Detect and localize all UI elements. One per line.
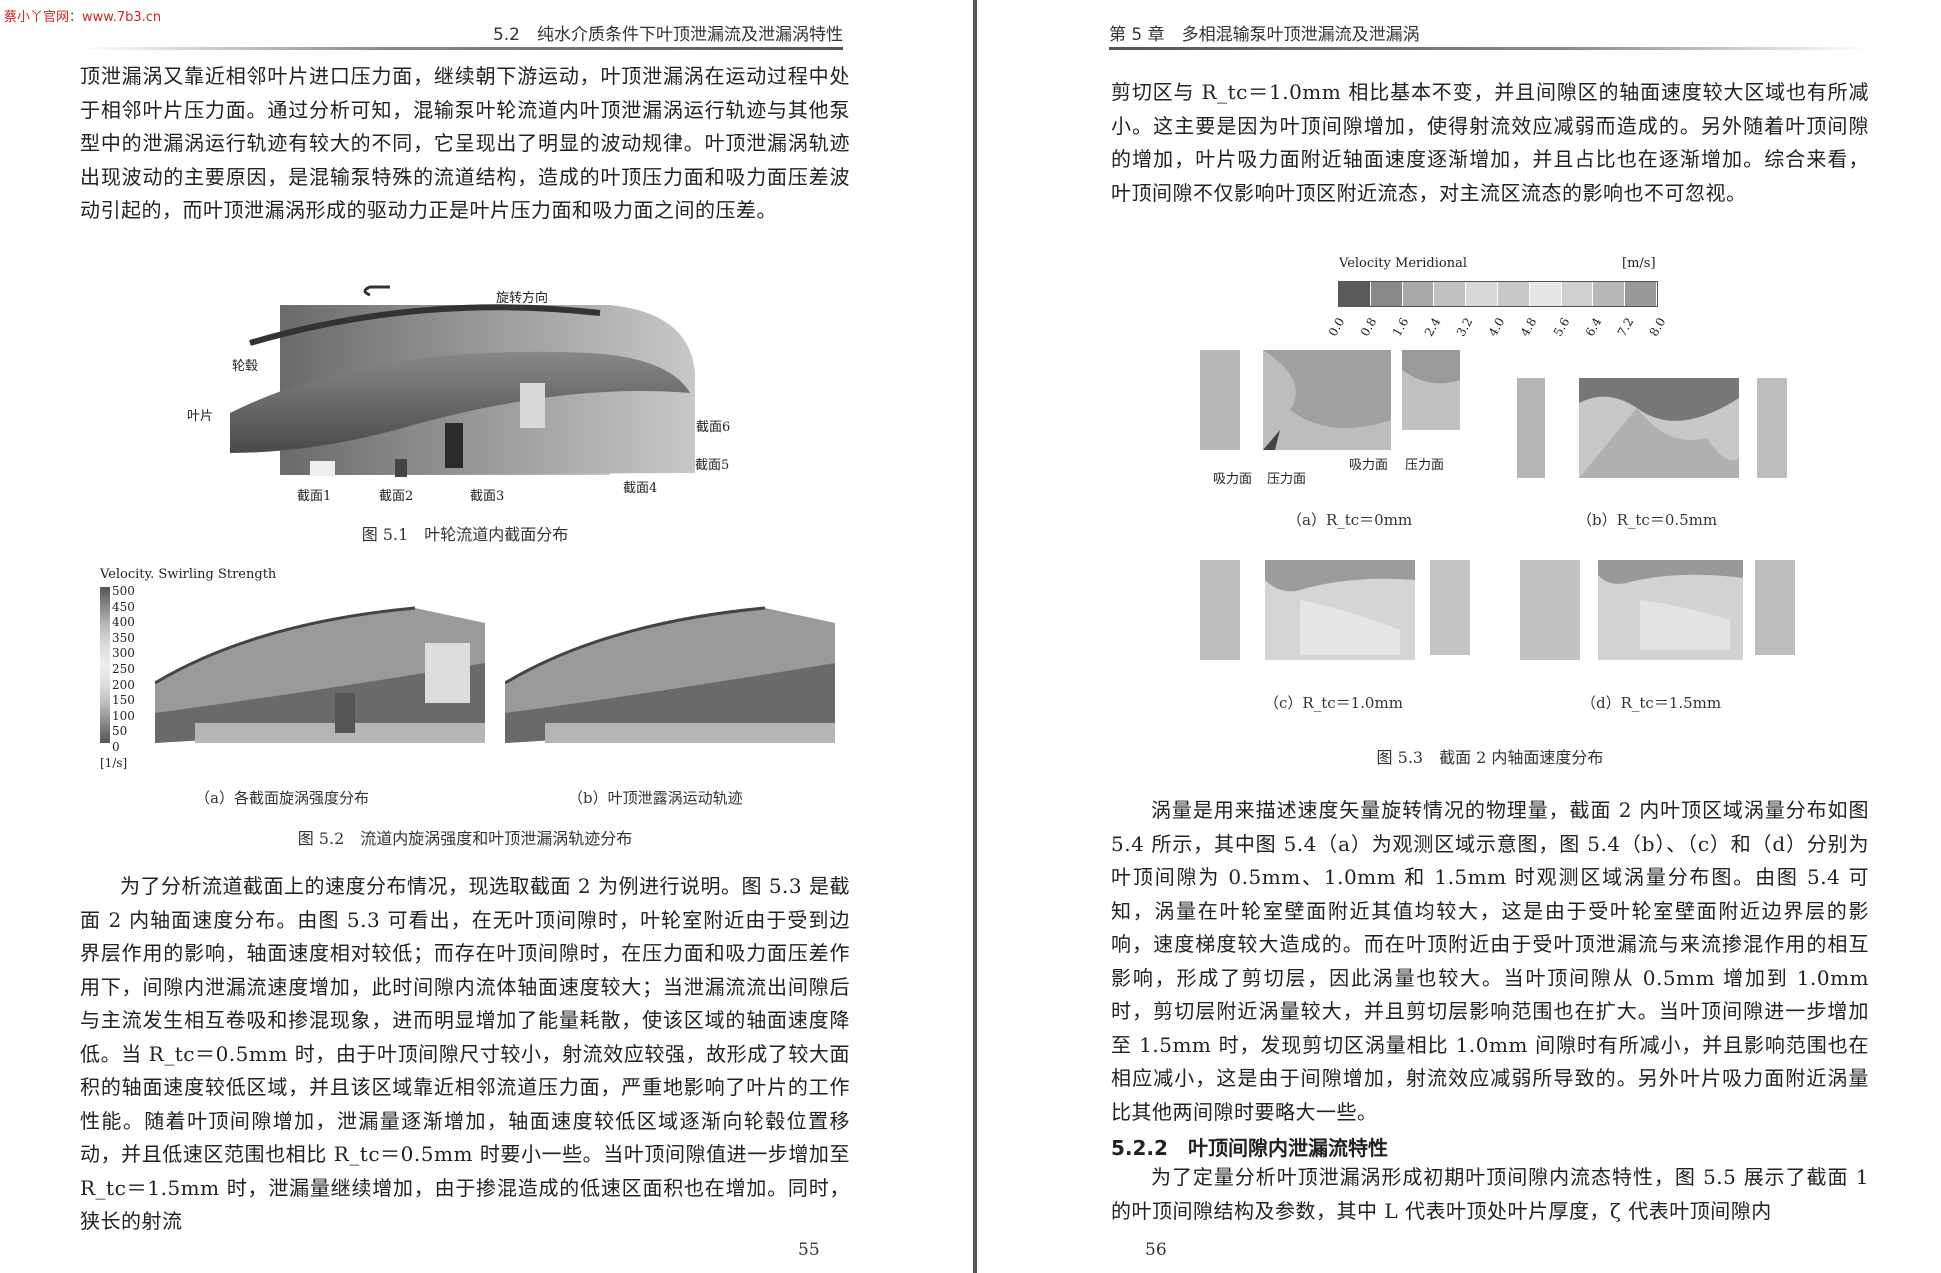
colorbar-segment <box>1561 282 1594 306</box>
section-2-label: 截面2 <box>379 489 414 504</box>
tick-label: 1.6 <box>1389 315 1412 339</box>
colorbar-tick-list: 0.0 0.8 1.6 2.4 3.2 4.0 4.8 5.6 6.4 7.2 … <box>1326 315 1668 339</box>
hub-label: 轮毂 <box>232 359 259 374</box>
tick-label: 6.4 <box>1582 315 1605 339</box>
running-header: 第 5 章 多相混输泵叶顶泄漏流及泄漏涡 <box>1109 25 1420 45</box>
paragraph: 顶泄漏涡又靠近相邻叶片进口压力面，继续朝下游运动，叶顶泄漏涡在运动过程中处于相邻… <box>80 64 850 222</box>
velocity-panel-a <box>1200 350 1460 450</box>
colorbar-segment <box>1593 282 1626 306</box>
subfigure-caption: （a）R_tc＝0mm <box>1287 511 1413 529</box>
header-rule <box>80 47 843 50</box>
colorbar-segment <box>1497 282 1530 306</box>
tick-label: 450 <box>112 599 135 614</box>
tick-label: 500 <box>112 584 135 598</box>
colorbar-segment <box>1529 282 1562 306</box>
section-5-label: 截面5 <box>695 458 730 473</box>
pressure-surface-label: 压力面 <box>1267 472 1307 487</box>
running-header: 5.2 纯水介质条件下叶顶泄漏流及泄漏涡特性 <box>492 25 843 45</box>
swirl-strength-image <box>155 606 485 743</box>
paragraph: 为了定量分析叶顶泄漏涡形成初期叶顶间隙内流态特性，图 5.5 展示了截面 1 的… <box>1111 1165 1869 1223</box>
figure-caption: 图 5.3 截面 2 内轴面速度分布 <box>1376 748 1604 767</box>
tick-label: 200 <box>112 677 135 692</box>
tick-label: 250 <box>112 661 135 676</box>
colorbar-segment <box>1625 282 1657 306</box>
tick-label: 5.6 <box>1550 315 1572 339</box>
header-rule <box>1109 47 1869 50</box>
tick-label: 150 <box>112 693 135 708</box>
subfigure-caption: （b）R_tc＝0.5mm <box>1577 511 1718 529</box>
legend-title: Velocity. Swirling Strength <box>100 567 277 582</box>
tick-label: 400 <box>112 615 135 630</box>
watermark: 蔡小丫官网：www.7b3.cn <box>4 10 162 25</box>
colorbar-segment <box>1402 282 1435 306</box>
velocity-panel-d <box>1520 560 1795 660</box>
subfigure-caption: （b）叶顶泄露涡运动轨迹 <box>568 789 743 807</box>
paragraph: 剪切区与 R_tc＝1.0mm 相比基本不变，并且间隙区的轴面速度较大区域也有所… <box>1111 80 1869 205</box>
figure-caption: 图 5.2 流道内旋涡强度和叶顶泄漏涡轨迹分布 <box>297 829 633 848</box>
suction-surface-label: 吸力面 <box>1349 458 1389 473</box>
tick-label: 8.0 <box>1646 315 1669 339</box>
tick-label: 350 <box>112 630 135 645</box>
tick-label: 2.4 <box>1421 315 1444 339</box>
section-1-label: 截面1 <box>297 489 332 504</box>
book-spine <box>973 0 977 1273</box>
paragraph: 涡量是用来描述速度矢量旋转情况的物理量，截面 2 内叶顶区域涡量分布如图 5.4… <box>1111 798 1869 1124</box>
page-number: 56 <box>1145 1240 1167 1260</box>
tick-label: 4.0 <box>1486 315 1508 339</box>
colorbar-segment <box>1466 282 1498 306</box>
colorbar-segment <box>1434 282 1467 306</box>
rotation-label: 旋转方向 <box>496 291 549 306</box>
paragraph: 为了分析流道截面上的速度分布情况，现选取截面 2 为例进行说明。图 5.3 是截… <box>80 874 850 1233</box>
section-6-label: 截面6 <box>696 420 731 435</box>
tip-vortex-trajectory-image <box>505 606 835 743</box>
page-number: 55 <box>798 1240 820 1260</box>
impeller-section-figure <box>230 285 695 477</box>
left-page: 5.2 纯水介质条件下叶顶泄漏流及泄漏涡特性 顶泄漏涡又靠近相邻叶片进口压力面，… <box>80 25 850 1260</box>
subfigure-caption: （a）各截面旋涡强度分布 <box>195 789 369 807</box>
figure-caption: 图 5.1 叶轮流道内截面分布 <box>361 525 569 544</box>
tick-label: 7.2 <box>1614 315 1637 339</box>
tick-label: 0.8 <box>1357 315 1380 339</box>
swirl-tick-list: 500 450 400 350 300 250 200 150 100 50 0 <box>112 584 135 756</box>
suction-surface-label: 吸力面 <box>1213 472 1253 487</box>
velocity-panel-c <box>1200 560 1470 660</box>
colorbar-segment <box>1370 282 1403 306</box>
blade-label: 叶片 <box>187 409 214 424</box>
colorbar-segment <box>1339 282 1371 306</box>
tick-label: 4.8 <box>1518 315 1540 339</box>
tick-label: 50 <box>112 724 128 739</box>
tick-label: 0 <box>112 739 120 754</box>
velocity-panel-b <box>1517 378 1787 478</box>
swirl-colorbar <box>100 587 110 743</box>
pressure-surface-label: 压力面 <box>1405 458 1445 473</box>
subfigure-caption: （c）R_tc＝1.0mm <box>1264 694 1403 712</box>
section-4-label: 截面4 <box>623 481 658 496</box>
section-heading: 5.2.2 叶顶间隙内泄漏流特性 <box>1111 1136 1388 1160</box>
velocity-colorbar <box>1338 281 1658 307</box>
section-3-label: 截面3 <box>470 489 505 504</box>
right-page: 第 5 章 多相混输泵叶顶泄漏流及泄漏涡 剪切区与 R_tc＝1.0mm 相比基… <box>977 0 1941 1273</box>
legend-unit: [1/s] <box>100 756 128 770</box>
tick-label: 3.2 <box>1454 315 1476 339</box>
tick-label: 100 <box>112 708 135 723</box>
tick-label: 300 <box>112 646 135 661</box>
legend-unit: [m/s] <box>1622 256 1656 271</box>
tick-label: 0.0 <box>1325 315 1348 339</box>
subfigure-caption: （d）R_tc＝1.5mm <box>1581 694 1722 712</box>
legend-title: Velocity Meridional <box>1339 256 1467 271</box>
